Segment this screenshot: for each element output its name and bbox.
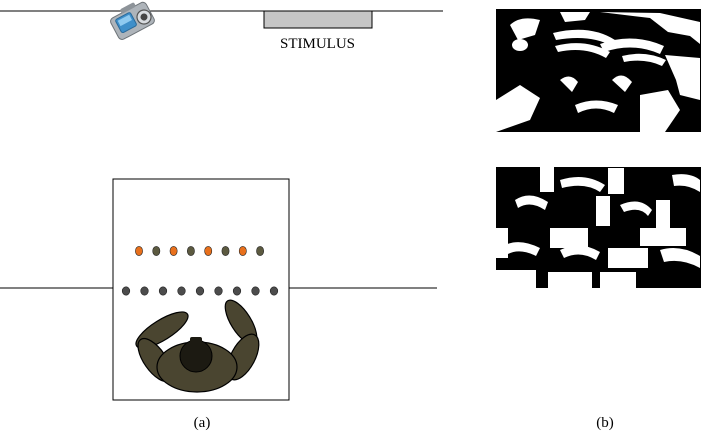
gray-dot	[158, 286, 168, 296]
orange-dot	[238, 246, 247, 256]
camera-icon	[110, 1, 155, 40]
olive-dot	[221, 246, 230, 256]
gray-dot	[195, 286, 205, 296]
olive-dot	[152, 246, 161, 256]
caption-a: (a)	[193, 415, 211, 431]
chimpanzee-face-image	[496, 9, 701, 132]
scrambled-chimpanzee-face-image	[496, 167, 701, 288]
orange-dot	[135, 246, 143, 256]
gray-dot	[232, 286, 242, 296]
stimulus-label: STIMULUS	[280, 36, 356, 52]
gray-dot	[269, 286, 279, 296]
stimulus-screen	[263, 10, 373, 29]
gray-dot	[214, 286, 223, 296]
orange-dot	[204, 246, 213, 256]
lower-dot-row	[121, 286, 279, 296]
gray-dot	[121, 286, 131, 296]
chamber-box	[112, 178, 290, 401]
gray-dot	[177, 286, 186, 296]
upper-dot-row	[135, 246, 264, 256]
monkey-topdown-icon	[135, 299, 260, 393]
olive-dot	[186, 246, 195, 256]
gray-dot	[140, 286, 149, 296]
caption-b: (b)	[596, 415, 614, 431]
olive-dot	[256, 246, 264, 256]
gray-dot	[251, 286, 260, 296]
orange-dot	[169, 246, 178, 256]
